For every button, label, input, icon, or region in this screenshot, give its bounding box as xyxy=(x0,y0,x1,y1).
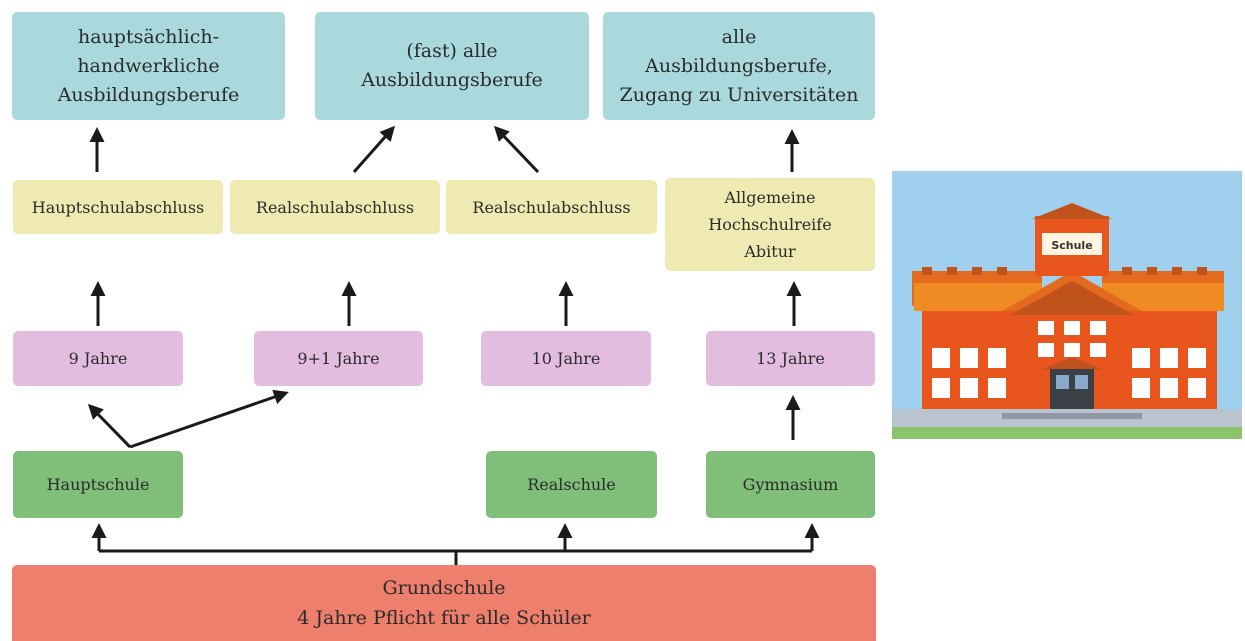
school-gymnasium: Gymnasium xyxy=(706,451,875,518)
outcome-universitaet: alle Ausbildungsberufe, Zugang zu Univer… xyxy=(603,12,875,120)
arrow-cert2-outcome xyxy=(352,125,395,173)
certificate-realschulabschluss-1: Realschulabschluss xyxy=(230,180,440,234)
outcome-fast-alle: (fast) alle Ausbildungsberufe xyxy=(315,12,589,120)
arrow-cert3-outcome xyxy=(493,125,540,174)
duration-13-jahre: 13 Jahre xyxy=(706,331,875,386)
certificate-realschulabschluss-2: Realschulabschluss xyxy=(446,180,657,234)
base-grundschule: Grundschule 4 Jahre Pflicht für alle Sch… xyxy=(12,565,876,641)
certificate-hauptschulabschluss: Hauptschulabschluss xyxy=(13,180,223,234)
outcome-handwerk: hauptsächlich- handwerkliche Ausbildungs… xyxy=(12,12,285,120)
school-building-icon: Schule xyxy=(892,171,1242,439)
duration-9plus1-jahre: 9+1 Jahre xyxy=(254,331,423,386)
school-hauptschule: Hauptschule xyxy=(13,451,183,518)
duration-10-jahre: 10 Jahre xyxy=(481,331,651,386)
arrow-hauptschule-9plus1 xyxy=(129,389,289,449)
certificate-abitur: Allgemeine Hochschulreife Abitur xyxy=(665,178,875,271)
school-realschule: Realschule xyxy=(486,451,657,518)
school-sign: Schule xyxy=(1051,239,1092,252)
arrow-hauptschule-9 xyxy=(87,403,132,449)
duration-9-jahre: 9 Jahre xyxy=(13,331,183,386)
